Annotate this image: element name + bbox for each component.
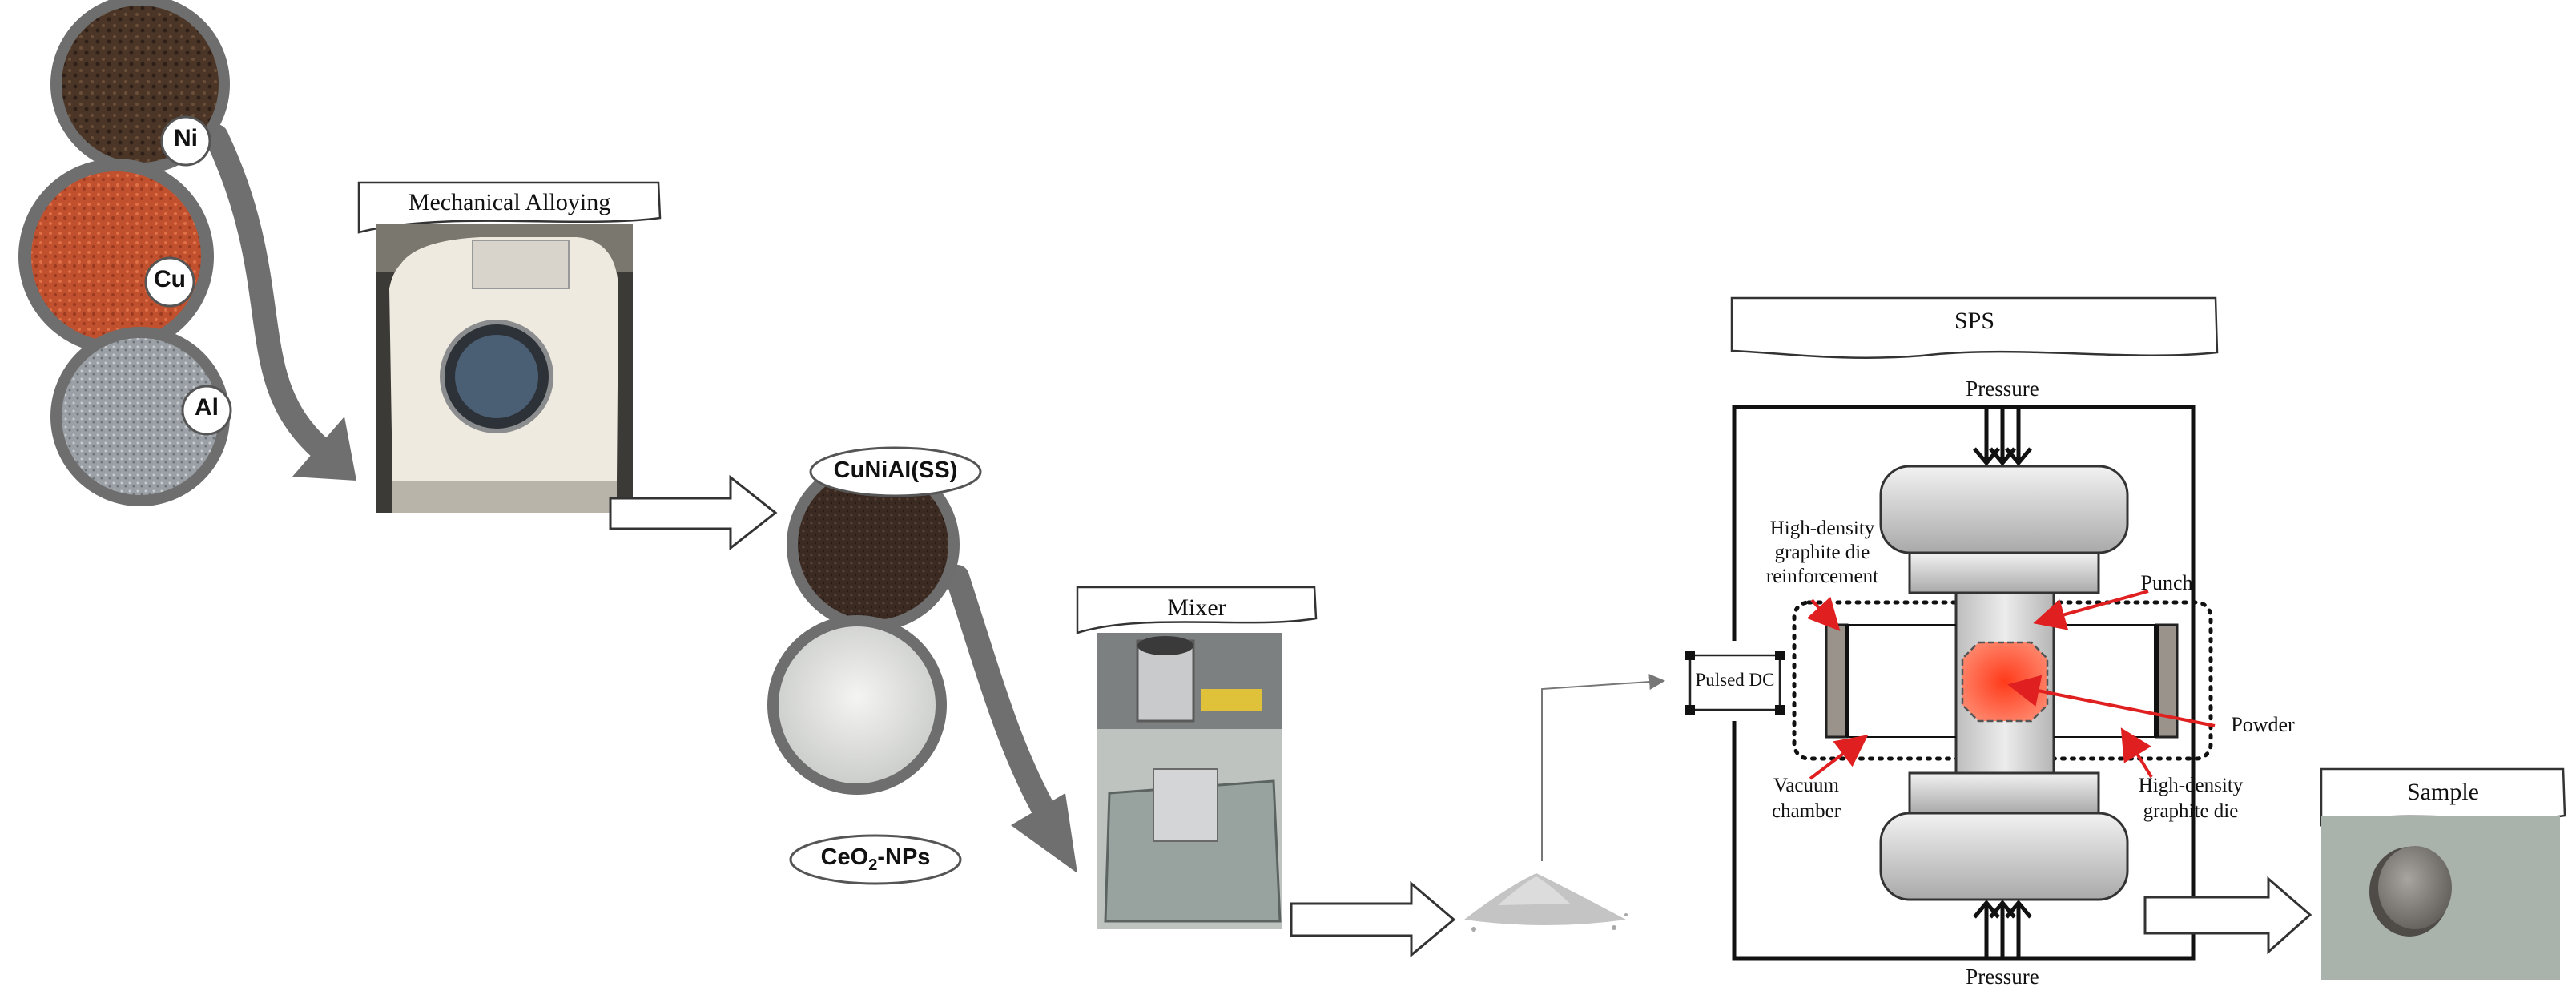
- cunial-label-oval: [809, 446, 982, 497]
- sintered-sample-disc: [2369, 846, 2452, 937]
- powder-label: Powder: [2231, 713, 2295, 736]
- pressure-top-label: Pressure: [1966, 377, 2039, 401]
- block-arrow-to-sample: [2143, 876, 2312, 955]
- al-powder-photo: [50, 327, 232, 506]
- mixer-photo: [1097, 633, 1282, 929]
- feed-line-to-sps: [1541, 674, 1665, 861]
- upper-spacer: [1908, 551, 2100, 594]
- upper-ram: [1879, 465, 2129, 554]
- sps-label: SPS: [1954, 308, 1995, 334]
- curved-flow-arrow-mix: [945, 565, 1053, 817]
- cunial-label: CuNiAl(SS): [833, 457, 958, 483]
- vacuum-chamber-leader: [1809, 735, 1869, 780]
- cunial-powder-photo: [787, 458, 960, 631]
- pressure-bottom-label: Pressure: [1966, 965, 2039, 989]
- sample-label: Sample: [2407, 779, 2479, 805]
- pressure-arrows-top: [1973, 409, 2032, 466]
- punch-leader: [2033, 590, 2149, 630]
- die-reinforcement-right: [2155, 623, 2179, 739]
- reinforcement-label: High-density graphite die reinforcement: [1765, 518, 1879, 587]
- curved-flow-arrowhead-raw: [292, 417, 356, 481]
- block-arrow-to-blend: [1290, 880, 1456, 958]
- sps-label-box: [1730, 296, 2219, 359]
- ceo2-powder-photo: [767, 615, 947, 795]
- punch-label: Punch: [2140, 571, 2193, 594]
- reinforcement-leader: [1806, 596, 1841, 631]
- power-circuit-line: [1732, 405, 2196, 961]
- vacuum-chamber-label: Vacuum chamber: [1771, 775, 1841, 822]
- block-arrow-to-alloy: [609, 474, 778, 551]
- ni-label: Ni: [174, 125, 198, 151]
- lower-ram: [1879, 812, 2129, 901]
- mixer-label-box: [1076, 586, 1318, 634]
- pulsed-dc-label: Pulsed DC: [1695, 670, 1775, 690]
- ni-powder-photo: [50, 0, 230, 174]
- al-label: Al: [195, 394, 219, 421]
- curved-flow-arrowhead-mix: [1011, 793, 1077, 873]
- graphite-die-leader: [2120, 727, 2153, 779]
- die-reinforcement-left: [1825, 623, 1849, 739]
- graphite-die-label: High-density graphite die: [2138, 775, 2244, 822]
- cu-powder-photo: [18, 159, 214, 354]
- blended-powder-pile: [1464, 873, 1628, 932]
- lower-spacer: [1908, 771, 2100, 815]
- powder-leader: [2007, 675, 2216, 727]
- ceo2-label-oval: [789, 834, 962, 885]
- ball-mill-photo: [376, 224, 633, 513]
- ceo2-label: CeO2-NPs: [820, 844, 931, 874]
- pulsed-dc-box: [1688, 654, 1781, 711]
- curved-flow-arrow-raw: [204, 124, 332, 461]
- mechanical-alloying-label: Mechanical Alloying: [408, 189, 611, 215]
- mixer-label: Mixer: [1167, 594, 1226, 621]
- powder-in-die: [1961, 641, 2049, 723]
- pressure-arrows-bottom: [1973, 900, 2032, 958]
- cu-label: Cu: [154, 266, 186, 292]
